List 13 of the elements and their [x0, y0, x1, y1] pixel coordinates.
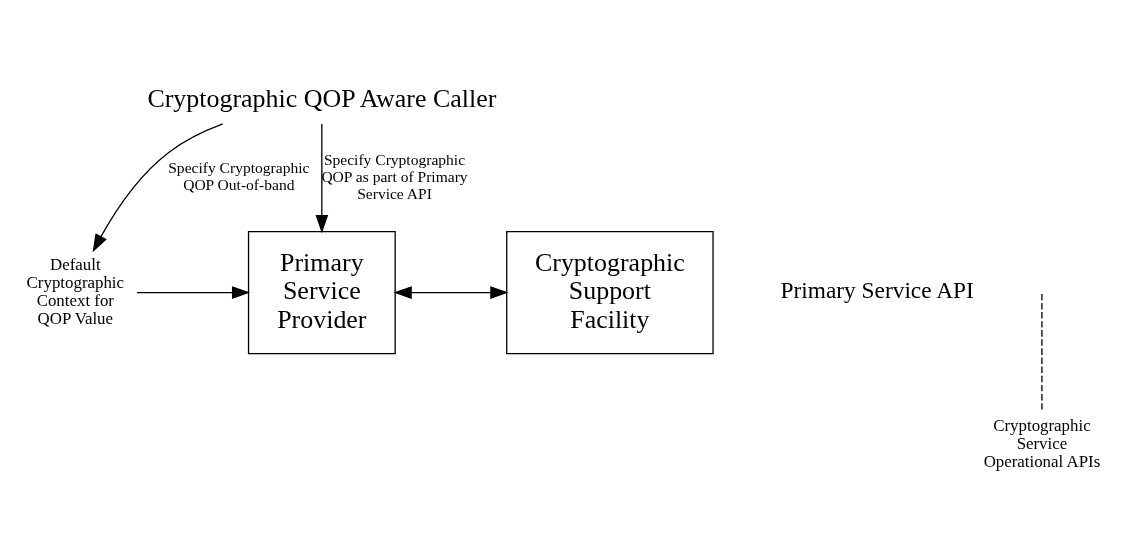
- node-box: Cryptographic Support Facility: [506, 230, 714, 355]
- node-text: Cryptographic QOP Aware Caller: [147, 84, 497, 114]
- label: Primary Service API: [780, 277, 974, 304]
- arrow: [393, 286, 509, 299]
- node-text: Default Cryptographic Context for QOP Value: [26, 254, 125, 329]
- edge-label: Specify Cryptographic QOP as part of Primary Service API: [321, 150, 468, 202]
- arrow: [315, 123, 329, 234]
- edge-label: Specify Cryptographic QOP Out-of-band: [168, 159, 310, 194]
- connector: [1041, 293, 1043, 413]
- arrow: [92, 123, 224, 253]
- node-text: Cryptographic Service Operational APIs: [983, 415, 1101, 471]
- node-box: Primary Service Provider: [247, 230, 396, 355]
- arrow: [136, 286, 251, 299]
